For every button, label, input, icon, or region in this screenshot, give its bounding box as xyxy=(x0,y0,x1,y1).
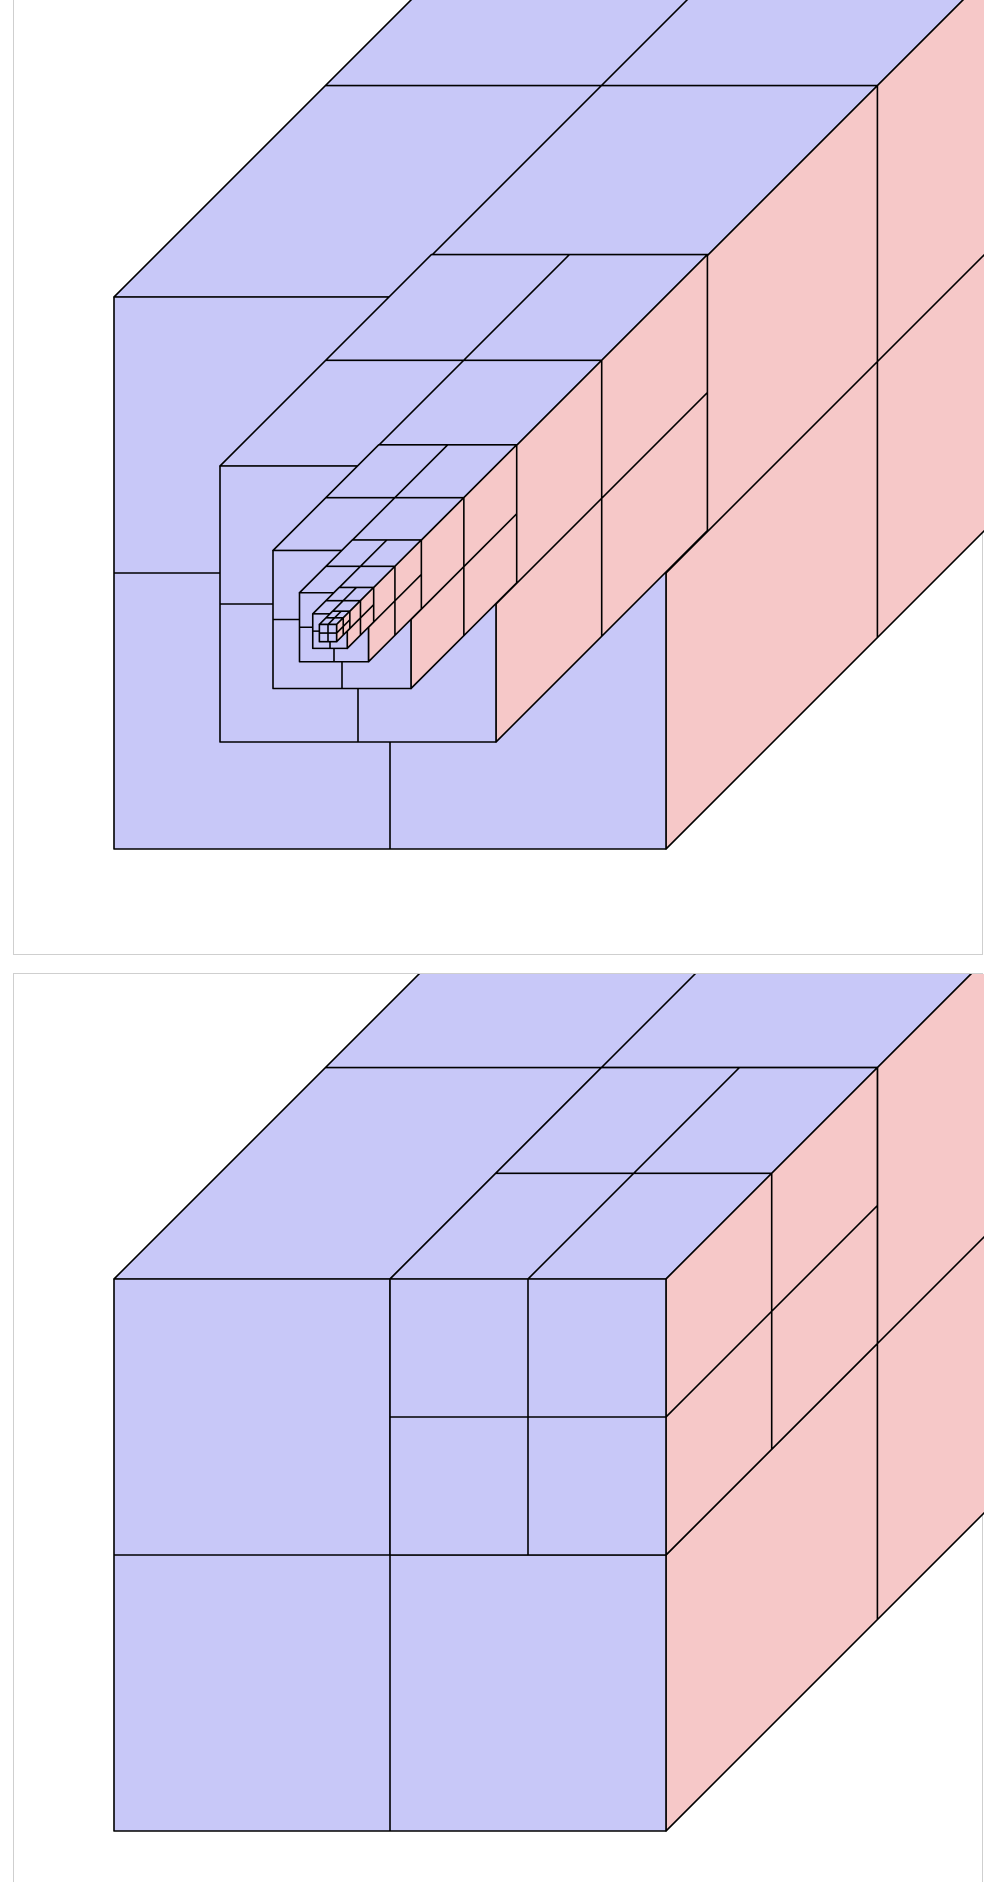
octant-cube-diagram xyxy=(113,974,984,1832)
recursive-cube-diagram xyxy=(113,0,984,850)
panel-octant-cube xyxy=(13,973,984,1882)
panel-recursive-cube xyxy=(13,0,984,955)
